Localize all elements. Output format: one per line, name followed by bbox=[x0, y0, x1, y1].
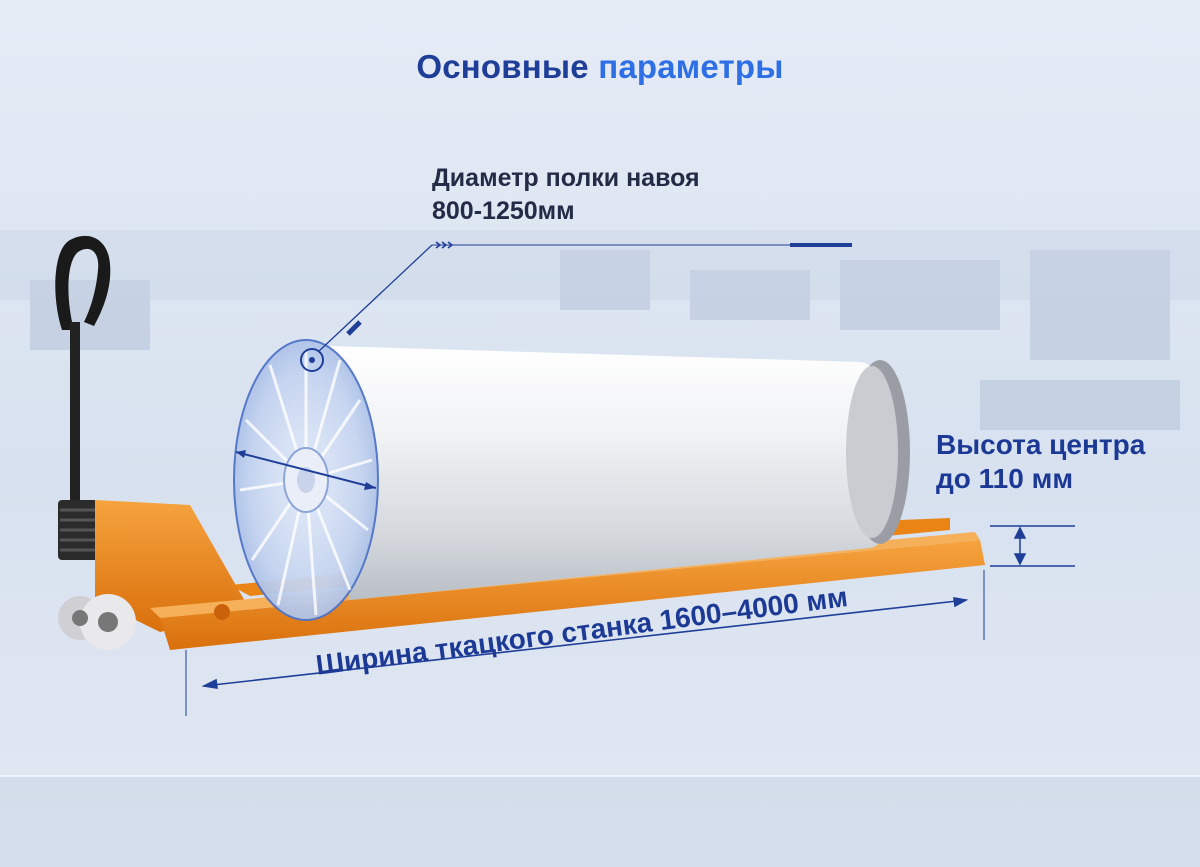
warp-beam bbox=[233, 339, 910, 621]
diameter-dimension-line bbox=[235, 451, 377, 489]
title-part-accent: параметры bbox=[598, 48, 784, 85]
diameter-annotation-line1: Диаметр полки навоя bbox=[432, 164, 700, 192]
title-part-main: Основные bbox=[416, 48, 589, 85]
diameter-annotation: Диаметр полки навоя 800-1250мм bbox=[432, 162, 700, 228]
double-arrow-horizontal-icon bbox=[201, 597, 969, 689]
double-arrow-vertical-icon bbox=[990, 525, 1075, 567]
diameter-annotation-line2: 800-1250мм bbox=[432, 197, 575, 225]
center-height-annotation-line1: Высота центра bbox=[936, 429, 1146, 460]
chevron-triple-right-icon bbox=[435, 241, 454, 249]
center-height-annotation: Высота центра до 110 мм bbox=[936, 428, 1145, 496]
center-height-annotation-line2: до 110 мм bbox=[936, 463, 1074, 494]
page-title: Основные параметры bbox=[0, 48, 1200, 86]
